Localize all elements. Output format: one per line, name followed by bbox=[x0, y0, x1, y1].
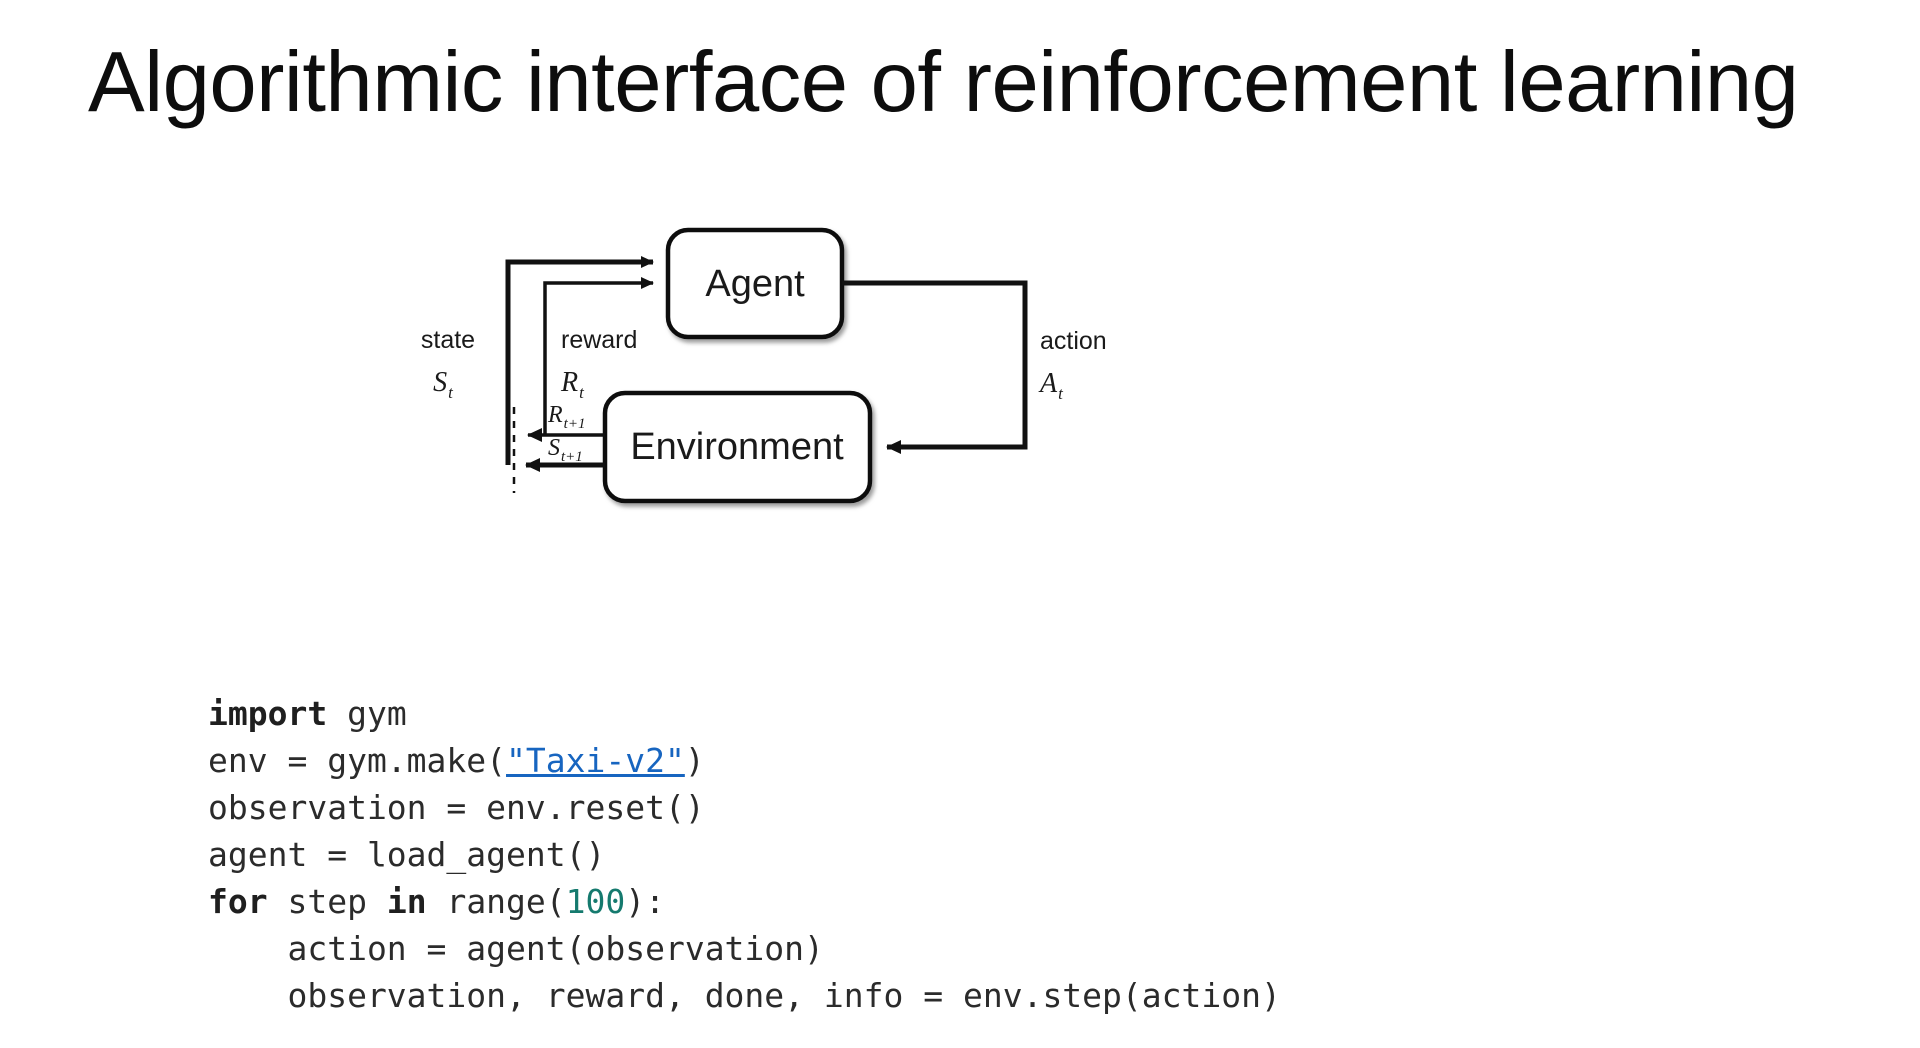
code-line: action = agent(observation) bbox=[208, 925, 1281, 972]
reward-label-word: reward bbox=[561, 326, 637, 354]
code-token: observation, reward, done, info = env.st… bbox=[208, 976, 1281, 1015]
reward-label-symbol: Rt bbox=[560, 367, 585, 402]
code-token: action = agent(observation) bbox=[208, 929, 824, 968]
code-line: import gym bbox=[208, 690, 1281, 737]
code-token: ) bbox=[684, 741, 705, 780]
code-env-id-link[interactable]: "Taxi-v2" bbox=[506, 741, 685, 780]
code-token: range( bbox=[426, 882, 566, 921]
page-title: Algorithmic interface of reinforcement l… bbox=[88, 35, 1799, 130]
action-label-word: action bbox=[1040, 327, 1107, 355]
agent-node-label: Agent bbox=[705, 263, 805, 305]
code-line: agent = load_agent() bbox=[208, 831, 1281, 878]
code-line: observation, reward, done, info = env.st… bbox=[208, 972, 1281, 1019]
code-line: observation = env.reset() bbox=[208, 784, 1281, 831]
environment-node-label: Environment bbox=[630, 426, 844, 468]
environment-node bbox=[602, 390, 873, 504]
code-token: observation = env.reset() bbox=[208, 788, 705, 827]
code-token: gym bbox=[327, 694, 407, 733]
code-token: import bbox=[208, 694, 328, 733]
code-token: step bbox=[267, 882, 387, 921]
state-label-word: state bbox=[421, 326, 475, 354]
code-token: agent = load_agent() bbox=[208, 835, 606, 874]
next-reward-label: Rt+1 bbox=[547, 402, 585, 432]
action-edge bbox=[842, 280, 1028, 454]
code-line: env = gym.make("Taxi-v2") bbox=[208, 737, 1281, 784]
state-edge bbox=[505, 256, 654, 465]
next-state-label: St+1 bbox=[548, 435, 583, 465]
code-token: ): bbox=[625, 882, 666, 921]
state-label-symbol: St bbox=[433, 367, 454, 402]
code-token: env = gym.make( bbox=[208, 741, 507, 780]
code-token: for bbox=[208, 882, 268, 921]
code-line: for step in range(100): bbox=[208, 878, 1281, 925]
action-label-symbol: At bbox=[1038, 368, 1064, 403]
rl-loop-diagram: Agent Environment state St reward Rt bbox=[400, 215, 1180, 535]
code-token: 100 bbox=[565, 882, 626, 921]
reward-edge bbox=[543, 277, 654, 435]
code-token: in bbox=[386, 882, 427, 921]
